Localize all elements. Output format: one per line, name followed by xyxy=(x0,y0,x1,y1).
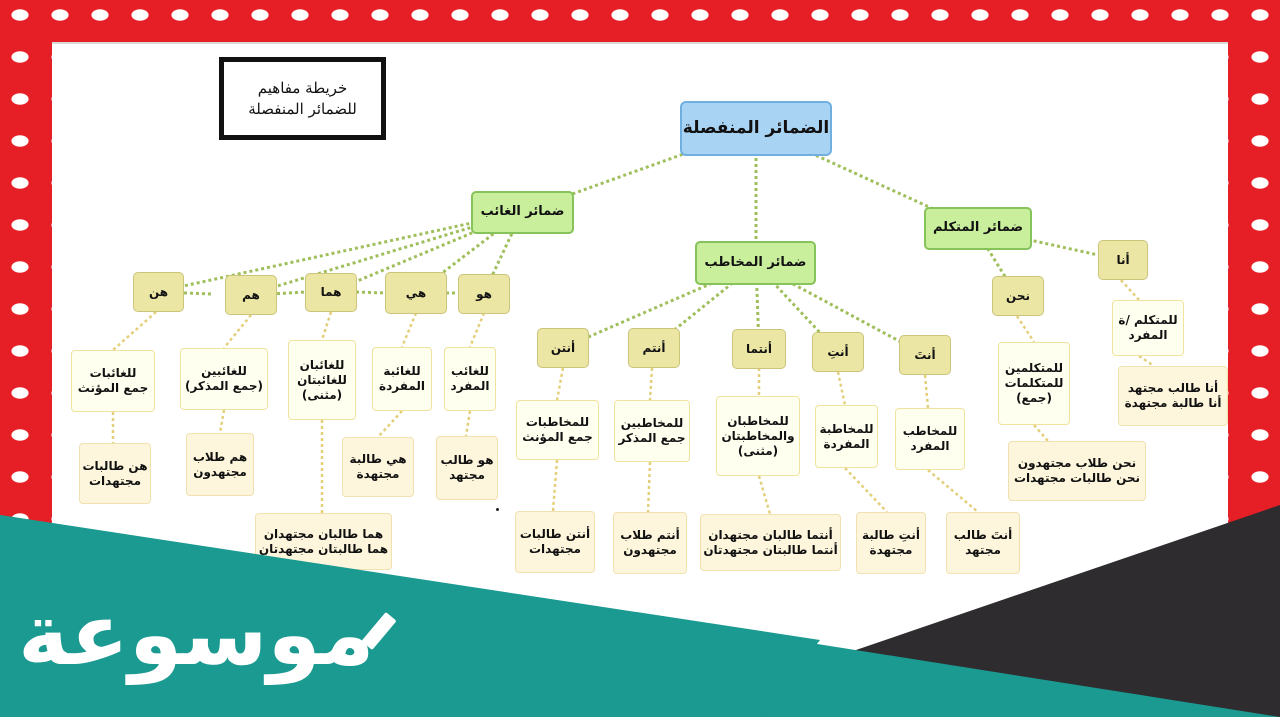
pronoun-huwa: هو xyxy=(458,274,510,314)
desc-huwa: للغائب المفرد xyxy=(444,347,496,411)
pronoun-anta: أنتَ xyxy=(899,335,951,375)
example-hunna: هن طالبات مجتهدات xyxy=(79,443,151,504)
category-ghaib: ضمائر الغائب xyxy=(471,191,574,234)
desc-hunna: للغائبات جمع المؤنث xyxy=(71,350,155,412)
example-huma: هما طالبان مجتهدان هما طالبتان مجتهدتان xyxy=(255,513,392,570)
desc-anta: للمخاطب المفرد xyxy=(895,408,965,470)
example-huwa: هو طالب مجتهد xyxy=(436,436,498,500)
desc-ana: للمتكلم /ة المفرد xyxy=(1112,300,1184,356)
desc-hiya: للغائبة المفردة xyxy=(372,347,432,411)
pronoun-nahnu: نحن xyxy=(992,276,1044,316)
desc-huma: للغائبان للغائبتان (مثنى) xyxy=(288,340,356,420)
desc-nahnu: للمتكلمين للمتكلمات (جمع) xyxy=(998,342,1070,425)
title-box: خريطة مفاهيم للضمائر المنفصلة xyxy=(219,57,386,140)
example-anti: أنتِ طالبة مجتهدة xyxy=(856,512,926,574)
category-mukhatab: ضمائر المخاطب xyxy=(695,241,816,285)
pronoun-antum: أنتم xyxy=(628,328,680,368)
example-antum: أنتم طلاب مجتهدون xyxy=(613,512,687,574)
pronoun-antunna: أنتن xyxy=(537,328,589,368)
example-antunna: أنتن طالبات مجتهدات xyxy=(515,511,595,573)
root-node: الضمائر المنفصلة xyxy=(680,101,832,156)
desc-hum: للغائبين (جمع المذكر) xyxy=(180,348,268,410)
example-hum: هم طلاب مجتهدون xyxy=(186,433,254,496)
pronoun-antuma: أنتما xyxy=(732,329,786,369)
example-nahnu: نحن طلاب مجتهدون نحن طالبات مجتهدات xyxy=(1008,441,1146,501)
example-antuma: أنتما طالبان مجتهدان أنتما طالبتان مجتهد… xyxy=(700,514,841,571)
desc-antunna: للمخاطبات جمع المؤنث xyxy=(516,400,599,460)
desc-antuma: للمخاطبان والمخاطبتان (مثنى) xyxy=(716,396,800,476)
example-hiya: هي طالبة مجتهدة xyxy=(342,437,414,497)
pronoun-hiya: هي xyxy=(385,272,447,314)
stray-dot xyxy=(496,508,499,511)
category-mutakallim: ضمائر المتكلم xyxy=(924,207,1032,250)
pronoun-hum: هم xyxy=(225,275,277,315)
pronoun-huma: هما xyxy=(305,273,357,312)
desc-anti: للمخاطبة المفردة xyxy=(815,405,878,468)
pronoun-ana: أنا xyxy=(1098,240,1148,280)
desc-antum: للمخاطبين جمع المذكر xyxy=(614,400,690,462)
site-logo: موسوعة xyxy=(18,585,375,685)
pronoun-hunna: هن xyxy=(133,272,184,312)
pronoun-anti: أنتِ xyxy=(812,332,864,372)
example-ana: أنا طالب مجتهد أنا طالبة مجتهدة xyxy=(1118,366,1228,426)
example-anta: أنتَ طالب مجتهد xyxy=(946,512,1020,574)
